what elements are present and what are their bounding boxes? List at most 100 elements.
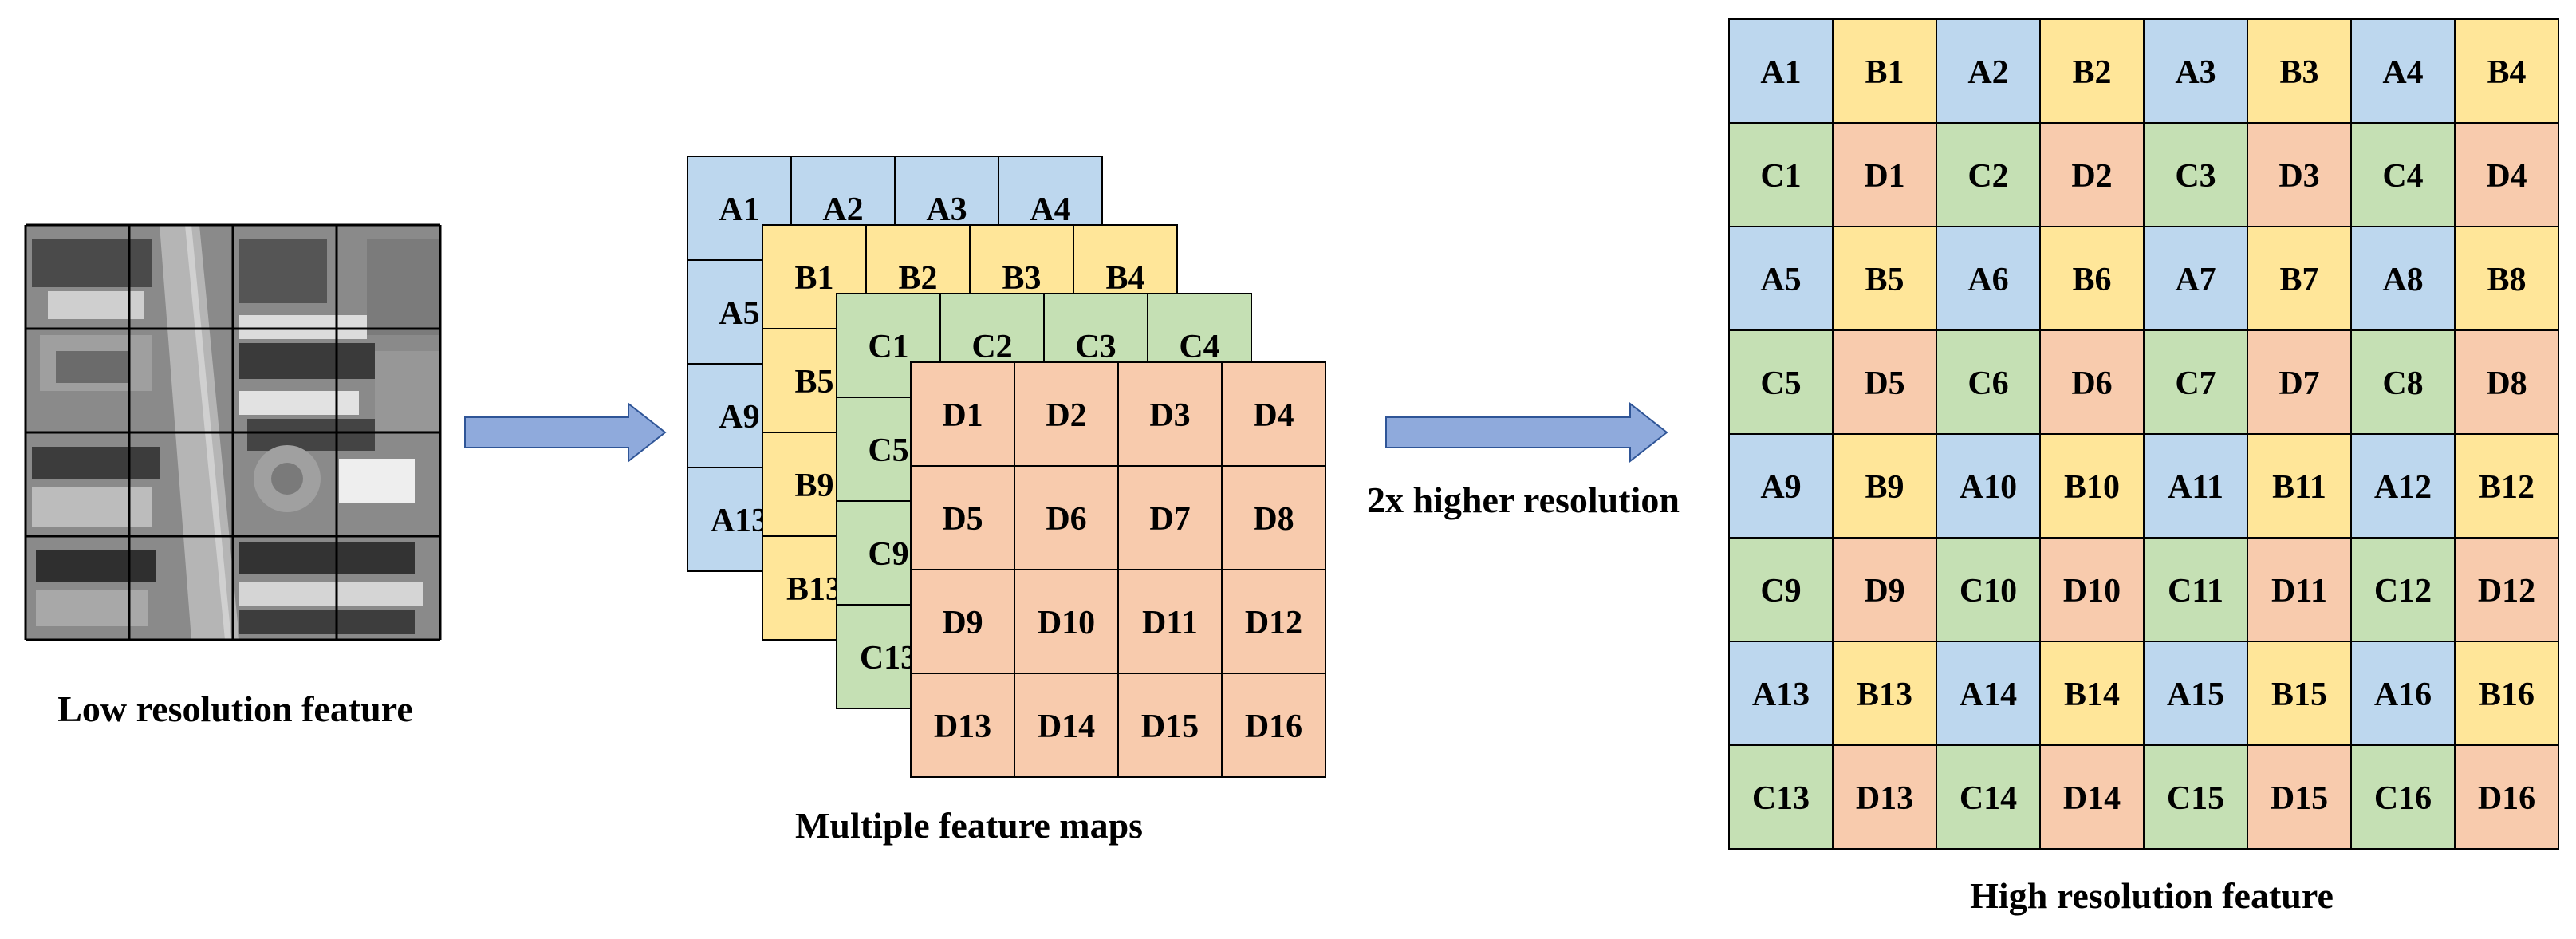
high-res-cell-label: A14 <box>1960 677 2017 713</box>
high-res-cell-label: D9 <box>1864 573 1904 610</box>
high-res-cell-label: A2 <box>1967 54 2008 91</box>
high-res-cell <box>2039 537 2145 642</box>
high-res-cell <box>1936 18 2041 124</box>
high-res-cell-label: D8 <box>2486 365 2527 402</box>
high-res-cell-label: A5 <box>1760 262 1801 298</box>
high-res-cell <box>2143 18 2248 124</box>
high-res-cell-label: D5 <box>1864 365 1904 402</box>
feature-map-stack: A1A2A3A4A5A6A7A8A9A10A11A12A13A14A15A16B… <box>687 156 1326 778</box>
feature-cell-label: B1 <box>794 260 833 297</box>
high-res-cell <box>2247 329 2352 435</box>
high-res-cell-label: D16 <box>2478 780 2535 817</box>
high-res-cell-label: B13 <box>1857 677 1912 713</box>
feature-cell-label: D16 <box>1245 708 1302 745</box>
high-res-cell <box>1936 744 2041 850</box>
high-res-cell <box>1832 433 1937 539</box>
high-res-cell-label: B3 <box>2279 54 2318 91</box>
high-res-cell-label: B10 <box>2064 469 2120 506</box>
feature-cell-label: A4 <box>1030 191 1070 228</box>
high-res-cell-label: C7 <box>2175 365 2216 402</box>
feature-cell-label: D6 <box>1046 501 1086 538</box>
feature-cell-label: D5 <box>942 501 983 538</box>
feature-cell <box>1014 361 1119 467</box>
high-res-cell-label: D11 <box>2271 573 2327 610</box>
high-res-cell <box>1832 329 1937 435</box>
high-res-cell <box>1832 744 1937 850</box>
high-res-cell <box>2350 329 2456 435</box>
high-res-cell <box>2143 641 2248 746</box>
high-res-cell-label: A4 <box>2382 54 2423 91</box>
feature-cell-label: D4 <box>1253 397 1294 434</box>
high-res-cell-label: C13 <box>1752 780 1810 817</box>
high-res-cell-label: D10 <box>2063 573 2121 610</box>
feature-cell-label: B5 <box>794 364 833 400</box>
arrow-right-icon <box>1385 401 1668 464</box>
high-res-cell-label: B12 <box>2479 469 2535 506</box>
high-res-cell <box>2454 18 2559 124</box>
high-res-cell-label: D15 <box>2271 780 2328 817</box>
feature-cell-label: A5 <box>719 295 759 332</box>
low-resolution-grid <box>24 223 442 641</box>
high-res-cell-label: A16 <box>2374 677 2432 713</box>
high-res-cell-label: B16 <box>2479 677 2535 713</box>
high-res-cell <box>2247 744 2352 850</box>
high-res-cell-label: A8 <box>2382 262 2423 298</box>
feature-cell-label: D9 <box>942 605 983 641</box>
feature-cell <box>1221 361 1326 467</box>
high-res-cell-label: D3 <box>2279 158 2319 195</box>
high-res-cell <box>1832 18 1937 124</box>
high-res-cell <box>1936 226 2041 331</box>
high-res-cell-label: B14 <box>2064 677 2120 713</box>
feature-cell-label: C4 <box>1179 329 1219 365</box>
feature-cell-label: A13 <box>711 503 768 539</box>
high-res-cell-label: C8 <box>2382 365 2423 402</box>
high-res-cell-label: B6 <box>2072 262 2111 298</box>
high-res-cell-label: B15 <box>2271 677 2327 713</box>
feature-cell <box>1117 569 1223 674</box>
feature-cell-label: B2 <box>898 260 937 297</box>
high-res-cell <box>2454 744 2559 850</box>
high-res-cell-label: B11 <box>2272 469 2326 506</box>
feature-cell <box>1014 569 1119 674</box>
high-res-cell-label: A1 <box>1760 54 1801 91</box>
high-res-cell <box>1728 226 1834 331</box>
high-res-cell-label: C6 <box>1967 365 2008 402</box>
high-res-cell-label: A7 <box>2175 262 2216 298</box>
high-res-cell-label: B9 <box>1865 469 1904 506</box>
high-res-cell-label: C2 <box>1967 158 2008 195</box>
high-res-cell <box>2454 433 2559 539</box>
feature-cell-label: D15 <box>1141 708 1199 745</box>
high-res-cell <box>1832 537 1937 642</box>
high-res-cell <box>2143 329 2248 435</box>
high-res-cell <box>2454 641 2559 746</box>
high-res-cell <box>2039 226 2145 331</box>
high-res-cell <box>2143 537 2248 642</box>
high-res-cell <box>2247 226 2352 331</box>
high-res-cell <box>1832 641 1937 746</box>
high-res-cell-label: D7 <box>2279 365 2319 402</box>
feature-cell <box>910 465 1015 570</box>
high-res-cell-label: C16 <box>2374 780 2432 817</box>
high-res-cell-label: C1 <box>1760 158 1801 195</box>
feature-cell-label: C9 <box>868 536 908 573</box>
high-res-cell <box>2350 122 2456 227</box>
high-res-cell-label: C10 <box>1960 573 2017 610</box>
high-res-cell <box>2454 122 2559 227</box>
upscale-caption: 2x higher resolution <box>1367 479 1680 520</box>
high-res-cell-label: D1 <box>1864 158 1904 195</box>
high-res-cell <box>2454 537 2559 642</box>
feature-cell-label: B13 <box>786 571 842 608</box>
high-res-cell-label: C15 <box>2167 780 2224 817</box>
feature-cell <box>1221 673 1326 778</box>
high-res-cell-label: B7 <box>2279 262 2318 298</box>
high-res-cell <box>2039 18 2145 124</box>
high-res-cell-label: B2 <box>2072 54 2111 91</box>
high-res-cell-label: C9 <box>1760 573 1801 610</box>
feature-cell-label: D12 <box>1245 605 1302 641</box>
feature-cell-label: C13 <box>860 640 917 677</box>
high-res-cell <box>2143 226 2248 331</box>
feature-cell-label: A3 <box>926 191 967 228</box>
